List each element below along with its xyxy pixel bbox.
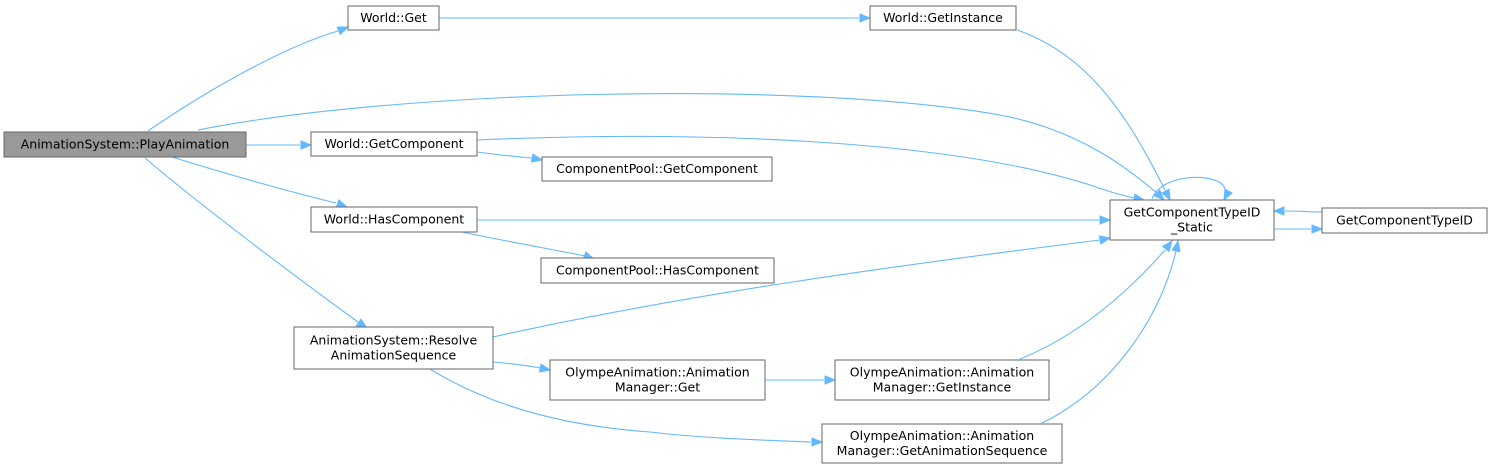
node-box: [310, 131, 478, 157]
node-box: [541, 156, 773, 182]
node-label: AnimationSequence: [331, 348, 457, 363]
node-amgetseq[interactable]: OlympeAnimation::AnimationManager::GetAn…: [821, 423, 1063, 464]
edge-play-to-resolve: [144, 157, 369, 329]
node-label: GetComponentTypeID: [1124, 205, 1261, 220]
edge-resolve-to-typeidstatic: [492, 235, 1112, 338]
edge-typeidstatic-to-typeidstatic: [1151, 176, 1233, 202]
edge-line: [1016, 29, 1166, 191]
edge-line: [144, 157, 359, 323]
node-label: _Static: [1170, 220, 1213, 235]
edge-amgetinstance-to-typeidstatic: [1019, 239, 1173, 360]
edge-worldget-to-getinstance: [439, 13, 872, 23]
node-label: World::Get: [360, 10, 427, 25]
edge-line: [461, 231, 586, 257]
node-label: AnimationSystem::Resolve: [310, 333, 478, 348]
edge-line: [492, 361, 541, 369]
node-box: [293, 326, 494, 370]
node-resolve[interactable]: AnimationSystem::ResolveAnimationSequenc…: [293, 326, 494, 370]
edge-resolve-to-amget: [492, 361, 552, 373]
edge-play-to-typeidstatic: [197, 93, 1165, 201]
edge-amget-to-amgetinstance: [765, 375, 837, 385]
edge-line: [147, 30, 339, 132]
arrowhead-icon: [336, 26, 350, 36]
node-poolhascomp[interactable]: ComponentPool::HasComponent: [540, 257, 775, 284]
node-label: World::GetInstance: [883, 10, 1003, 25]
arrowhead-icon: [530, 153, 544, 163]
edge-typeid-to-typeidstatic: [1272, 206, 1323, 216]
edge-hascomponent-to-poolhascomp: [461, 231, 596, 261]
arrowhead-icon: [335, 198, 349, 208]
arrowhead-icon: [1223, 188, 1233, 202]
node-typeidstatic[interactable]: GetComponentTypeID_Static: [1109, 199, 1275, 241]
arrowhead-icon: [1272, 206, 1285, 216]
node-label: Manager::GetInstance: [873, 380, 1012, 395]
edges-layer: [144, 13, 1324, 447]
arrowhead-icon: [1099, 215, 1112, 225]
edge-line: [476, 151, 533, 159]
arrowhead-icon: [1171, 239, 1181, 253]
node-box: [3, 131, 247, 158]
node-box: [821, 423, 1063, 464]
node-typeid[interactable]: GetComponentTypeID: [1321, 207, 1488, 234]
node-label: GetComponentTypeID: [1336, 213, 1473, 228]
arrowhead-icon: [1161, 188, 1171, 202]
edge-getinstance-to-typeidstatic: [1016, 29, 1171, 202]
edge-line: [171, 156, 337, 204]
edge-getcomponent-to-poolgetcomp: [476, 151, 544, 163]
node-getcomponent[interactable]: World::GetComponent: [310, 131, 478, 157]
node-label: OlympeAnimation::Animation: [850, 365, 1034, 380]
node-label: Manager::GetAnimationSequence: [837, 443, 1048, 458]
arrowhead-icon: [300, 140, 313, 150]
edge-line: [1151, 176, 1227, 200]
node-box: [540, 257, 775, 284]
node-box: [869, 5, 1017, 31]
edge-line: [197, 93, 1159, 195]
node-box: [549, 359, 766, 401]
edge-hascomponent-to-typeidstatic: [477, 215, 1112, 225]
node-amgetinstance[interactable]: OlympeAnimation::AnimationManager::GetIn…: [834, 359, 1050, 401]
arrowhead-icon: [811, 437, 824, 447]
edge-line: [1041, 250, 1177, 424]
arrowhead-icon: [1311, 224, 1324, 234]
edge-play-to-worldget: [147, 26, 350, 132]
node-label: OlympeAnimation::Animation: [850, 428, 1034, 443]
node-hascomponent[interactable]: World::HasComponent: [310, 206, 478, 233]
arrowhead-icon: [538, 363, 552, 373]
nodes-layer: AnimationSystem::PlayAnimation World::Get…: [3, 5, 1488, 464]
node-box: [834, 359, 1050, 401]
edge-play-to-getcomponent: [246, 140, 313, 150]
edge-line: [429, 368, 812, 443]
node-box: [1109, 199, 1275, 241]
arrowhead-icon: [859, 13, 872, 23]
node-label: World::GetComponent: [324, 136, 463, 151]
node-getinstance[interactable]: World::GetInstance: [869, 5, 1017, 31]
arrowhead-icon: [1153, 189, 1165, 201]
edge-amgetseq-to-typeidstatic: [1041, 239, 1181, 424]
edge-line: [1019, 249, 1166, 360]
arrowhead-icon: [824, 375, 837, 385]
node-label: AnimationSystem::PlayAnimation: [21, 137, 230, 152]
node-label: Manager::Get: [615, 380, 700, 395]
edge-line: [492, 239, 1101, 338]
node-poolgetcomp[interactable]: ComponentPool::GetComponent: [541, 156, 773, 182]
edge-line: [1284, 210, 1323, 213]
node-worldget[interactable]: World::Get: [347, 5, 440, 31]
node-label: OlympeAnimation::Animation: [565, 365, 749, 380]
node-play[interactable]: AnimationSystem::PlayAnimation: [3, 131, 247, 158]
edge-typeidstatic-to-typeid: [1274, 224, 1324, 234]
arrowhead-icon: [1098, 235, 1112, 245]
node-box: [310, 206, 478, 233]
edge-line: [476, 135, 1135, 199]
node-box: [347, 5, 440, 31]
node-label: ComponentPool::HasComponent: [556, 263, 759, 278]
node-label: ComponentPool::GetComponent: [556, 161, 758, 176]
edge-resolve-to-amgetseq: [429, 368, 824, 447]
arrowhead-icon: [1161, 239, 1173, 253]
edge-play-to-hascomponent: [171, 156, 349, 208]
node-box: [1321, 207, 1488, 234]
node-label: World::HasComponent: [324, 212, 464, 227]
